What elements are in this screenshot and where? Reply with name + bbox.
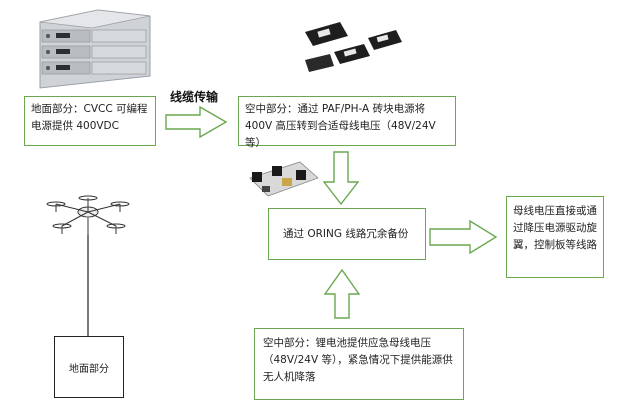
brick-power-modules-icon — [305, 22, 402, 72]
oring-box: 通过 ORING 线路冗余备份 — [268, 208, 426, 260]
oring-board-icon — [249, 161, 319, 197]
battery-box: 空中部分：锂电池提供应急母线电压（48V/24V 等），紧急情况下提供能源供无人… — [254, 328, 464, 400]
bus-output-box: 母线电压直接或通过降压电源驱动旋翼，控制板等线路 — [506, 196, 604, 278]
ground-supply-box: 地面部分：CVCC 可编程电源提供 400VDC — [24, 96, 156, 146]
arrow-right-cable — [165, 105, 228, 139]
air-converter-box: 空中部分：通过 PAF/PH-A 砖块电源将 400V 高压转到合适母线电压（4… — [238, 96, 456, 149]
ground-station-box: 地面部分 — [54, 336, 124, 398]
power-supply-rack-icon — [39, 9, 151, 89]
arrow-down-converter — [322, 151, 360, 206]
arrow-right-output — [429, 219, 498, 255]
drone-icon — [46, 195, 130, 235]
arrow-up-battery — [323, 268, 361, 319]
cable-label: 线缆传输 — [170, 90, 219, 104]
